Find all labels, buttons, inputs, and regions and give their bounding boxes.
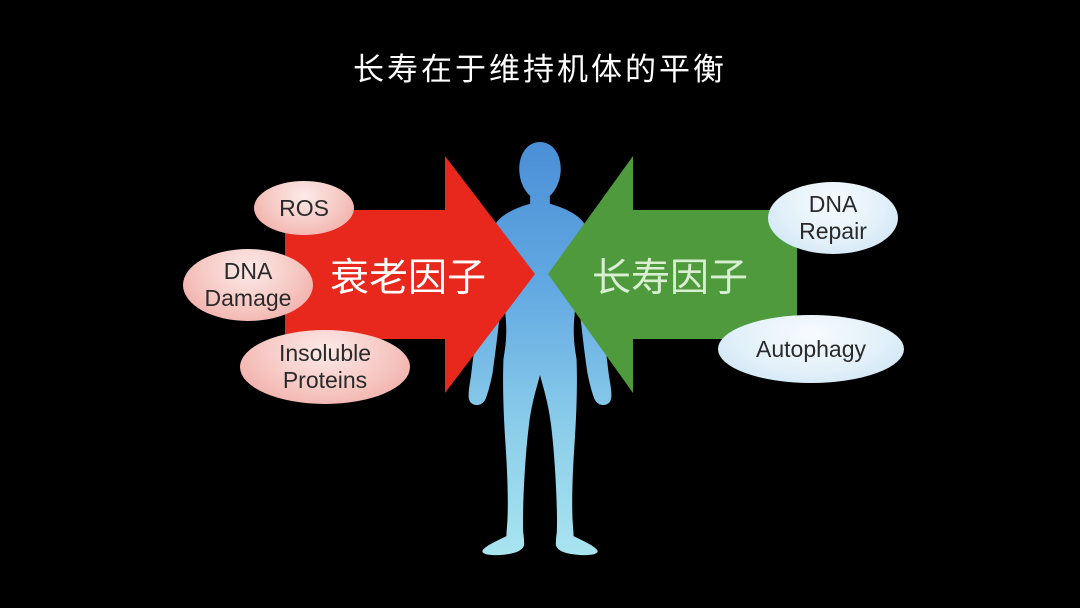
- bubble-text-line: Damage: [204, 285, 292, 311]
- factor-bubble-dna-repair: DNA Repair: [768, 182, 898, 254]
- longevity-arrow-label: 长寿因子: [591, 257, 749, 300]
- factor-bubble-autophagy: Autophagy: [718, 315, 904, 383]
- bubble-text-line: Proteins: [282, 367, 368, 393]
- bubble-text-line: Repair: [799, 218, 867, 244]
- slide-title: 长寿在于维持机体的平衡: [353, 52, 727, 87]
- bubble-text-line: ROS: [279, 194, 329, 221]
- bubble-text-line: DNA: [808, 191, 858, 217]
- bubble-text-line: Insoluble: [278, 340, 372, 366]
- factor-bubble-insoluble-proteins: Insoluble Proteins: [240, 330, 410, 404]
- bubble-text-line: Autophagy: [756, 335, 866, 362]
- aging-arrow-label: 衰老因子: [329, 257, 487, 300]
- factor-bubble-ros: ROS: [254, 181, 354, 235]
- factor-bubble-dna-damage: DNA Damage: [183, 249, 313, 321]
- bubble-text-line: DNA: [223, 258, 273, 284]
